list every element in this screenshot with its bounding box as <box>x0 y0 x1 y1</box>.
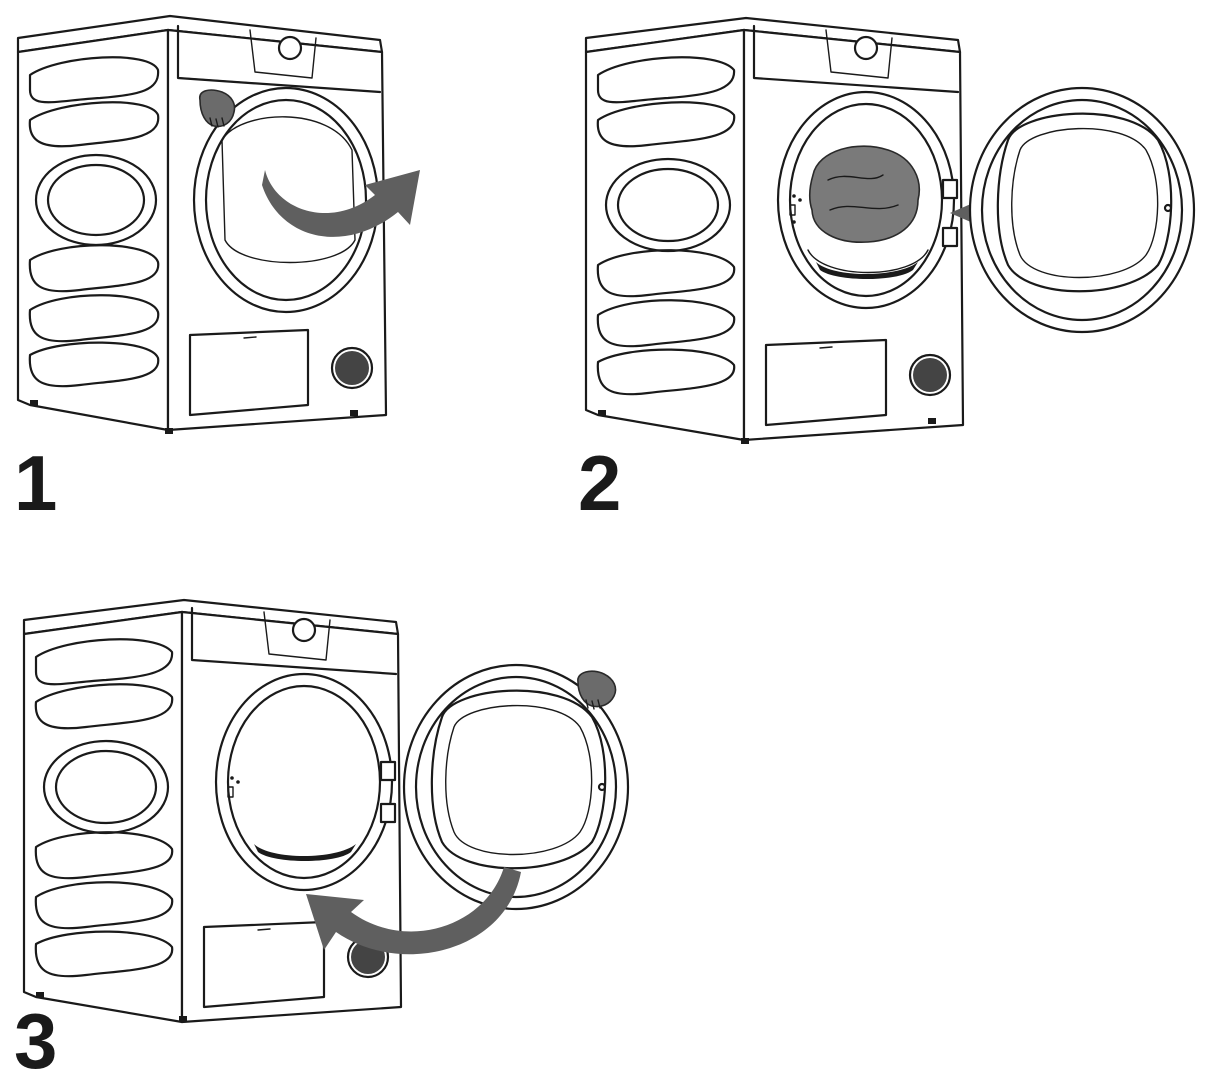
hand-icon <box>199 89 236 128</box>
side-ribs <box>596 56 736 396</box>
step-1-number: 1 <box>14 439 58 527</box>
curved-arrow-icon <box>262 170 420 237</box>
step-1-dryer <box>16 14 420 434</box>
side-ribs <box>28 56 160 388</box>
laundry-icon <box>808 145 920 243</box>
side-ribs <box>34 638 174 978</box>
curved-arrow-icon <box>306 867 521 955</box>
hand-icon <box>577 670 617 708</box>
step-3-dryer <box>22 598 630 1024</box>
step-3-number: 3 <box>14 997 58 1085</box>
step-2-number: 2 <box>578 439 622 527</box>
step-2-dryer <box>584 16 1196 444</box>
